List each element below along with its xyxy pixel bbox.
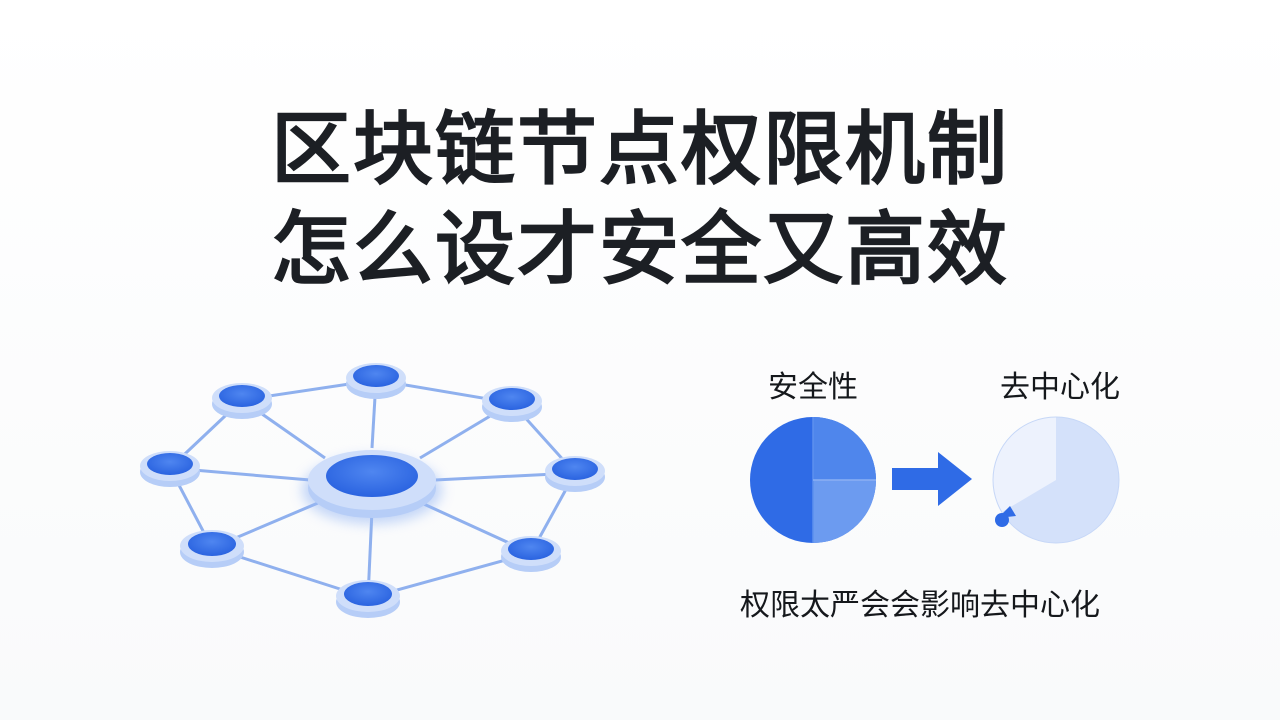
peer-node xyxy=(336,580,400,618)
security-label: 安全性 xyxy=(768,370,858,405)
peer-node xyxy=(346,363,406,399)
security-pie xyxy=(750,417,876,543)
decentralization-label: 去中心化 xyxy=(1000,370,1120,405)
peer-node xyxy=(212,383,272,419)
arrow-right-icon xyxy=(892,452,972,506)
decentralization-pie xyxy=(992,416,1120,544)
title-line-2: 怎么设才安全又高效 xyxy=(271,203,1009,296)
peer-node xyxy=(140,451,200,487)
peer-node xyxy=(501,536,561,572)
page-title: 区块链节点权限机制 怎么设才安全又高效 xyxy=(0,100,1280,300)
title-line-1: 区块链节点权限机制 xyxy=(271,103,1009,196)
comparison-graphic xyxy=(750,416,1120,544)
caption: 权限太严会会影响去中心化 xyxy=(740,588,1100,623)
peer-node xyxy=(482,386,542,422)
node-network-diagram xyxy=(140,363,605,618)
peer-node xyxy=(180,530,244,568)
peer-node xyxy=(545,456,605,492)
center-node xyxy=(302,450,442,524)
